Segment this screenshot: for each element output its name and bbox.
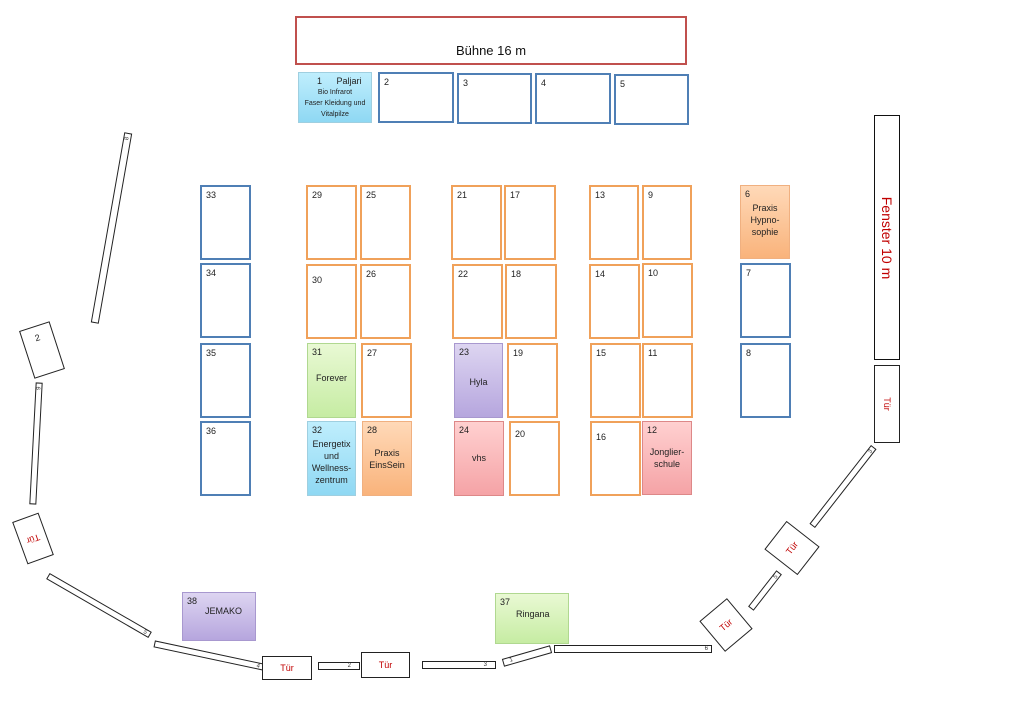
wall-segment-bottom-right: 6: [554, 645, 712, 653]
booth-19[interactable]: 19: [507, 343, 558, 418]
door-bottom-2[interactable]: Tür: [361, 652, 410, 678]
booth-26[interactable]: 26: [360, 264, 411, 339]
booth-38-name: JEMAKO: [205, 606, 243, 616]
booth-22[interactable]: 22: [452, 264, 503, 339]
wall-segment-bottom-left-1: 5: [46, 572, 152, 639]
booth-8[interactable]: 8: [740, 343, 791, 418]
booth-12-name: Jonglier- schule: [649, 447, 685, 469]
booth-34[interactable]: 34: [200, 263, 251, 338]
booth-31[interactable]: 31 Forever: [307, 343, 356, 418]
booth-20[interactable]: 20: [509, 421, 560, 496]
booth-4[interactable]: 4: [535, 73, 611, 124]
stage-label: Bühne 16 m: [455, 43, 527, 58]
booth-1-description: Bio Infrarot Faser Kleidung und Vitalpil…: [304, 89, 366, 118]
booth-28[interactable]: 28 Praxis EinsSein: [362, 421, 412, 496]
booth-28-name: Praxis EinsSein: [369, 448, 405, 470]
booth-23-name: Hyla: [469, 377, 488, 387]
booth-24-name: vhs: [471, 453, 486, 463]
booth-12[interactable]: 12 Jonglier- schule: [642, 421, 692, 495]
booth-37-name: Ringana: [516, 609, 550, 619]
wall-segment-bottom-1: 2: [318, 662, 360, 670]
booth-24[interactable]: 24 vhs: [454, 421, 504, 496]
wall-segment-left-top: 8: [90, 132, 133, 324]
wall-segment-left-middle: 9: [29, 382, 43, 505]
booth-16[interactable]: 16: [590, 421, 641, 496]
booth-6[interactable]: 6 Praxis Hypno- sophie: [740, 185, 790, 259]
booth-21[interactable]: 21: [451, 185, 502, 260]
door-bottom-1[interactable]: Tür: [262, 656, 312, 680]
booth-2[interactable]: 2: [378, 72, 454, 123]
booth-17[interactable]: 17: [504, 185, 556, 260]
booth-36[interactable]: 36: [200, 421, 251, 496]
door-right-top[interactable]: Tür: [874, 365, 900, 443]
window-wall: Fenster 10 m: [874, 115, 900, 360]
booth-7[interactable]: 7: [740, 263, 791, 338]
booth-18[interactable]: 18: [505, 264, 557, 339]
door-right-middle[interactable]: Tür: [764, 520, 820, 576]
booth-33[interactable]: 33: [200, 185, 251, 260]
booth-9[interactable]: 9: [642, 185, 692, 260]
booth-10[interactable]: 10: [642, 263, 693, 338]
booth-30[interactable]: 30: [306, 264, 357, 339]
wall-segment-bottom-3: 1: [501, 645, 553, 667]
booth-35[interactable]: 35: [200, 343, 251, 418]
booth-1-name: Paljari: [336, 76, 362, 86]
booth-38[interactable]: 38 JEMAKO: [182, 592, 256, 641]
booth-37[interactable]: 37 Ringana: [495, 593, 569, 644]
stage: Bühne 16 m: [295, 16, 687, 65]
booth-31-name: Forever: [315, 373, 347, 383]
booth-11[interactable]: 11: [642, 343, 693, 418]
booth-32[interactable]: 32 Energetix und Wellness- zentrum: [307, 421, 356, 496]
wall-segment-right-lower: 5: [748, 570, 782, 611]
booth-25[interactable]: 25: [360, 185, 411, 260]
booth-13[interactable]: 13: [589, 185, 639, 260]
booth-14[interactable]: 14: [589, 264, 640, 339]
corner-block: 2: [19, 321, 65, 379]
booth-1[interactable]: 1 Paljari Bio Infrarot Faser Kleidung un…: [298, 72, 372, 123]
wall-segment-right-upper: 3: [809, 444, 877, 529]
booth-27[interactable]: 27: [361, 343, 412, 418]
booth-15[interactable]: 15: [590, 343, 641, 418]
booth-5[interactable]: 5: [614, 74, 689, 125]
booth-6-name: Praxis Hypno- sophie: [750, 203, 780, 237]
window-label: Fenster 10 m: [879, 196, 895, 279]
booth-32-name: Energetix und Wellness- zentrum: [311, 439, 352, 485]
door-left[interactable]: Tür: [12, 512, 54, 565]
booth-29[interactable]: 29: [306, 185, 357, 260]
door-bottom-right[interactable]: Tür: [699, 598, 753, 652]
booth-23[interactable]: 23 Hyla: [454, 343, 503, 418]
wall-segment-bottom-2: 3: [422, 661, 496, 669]
booth-3[interactable]: 3: [457, 73, 532, 124]
wall-segment-bottom-left-2: 4: [153, 640, 265, 671]
